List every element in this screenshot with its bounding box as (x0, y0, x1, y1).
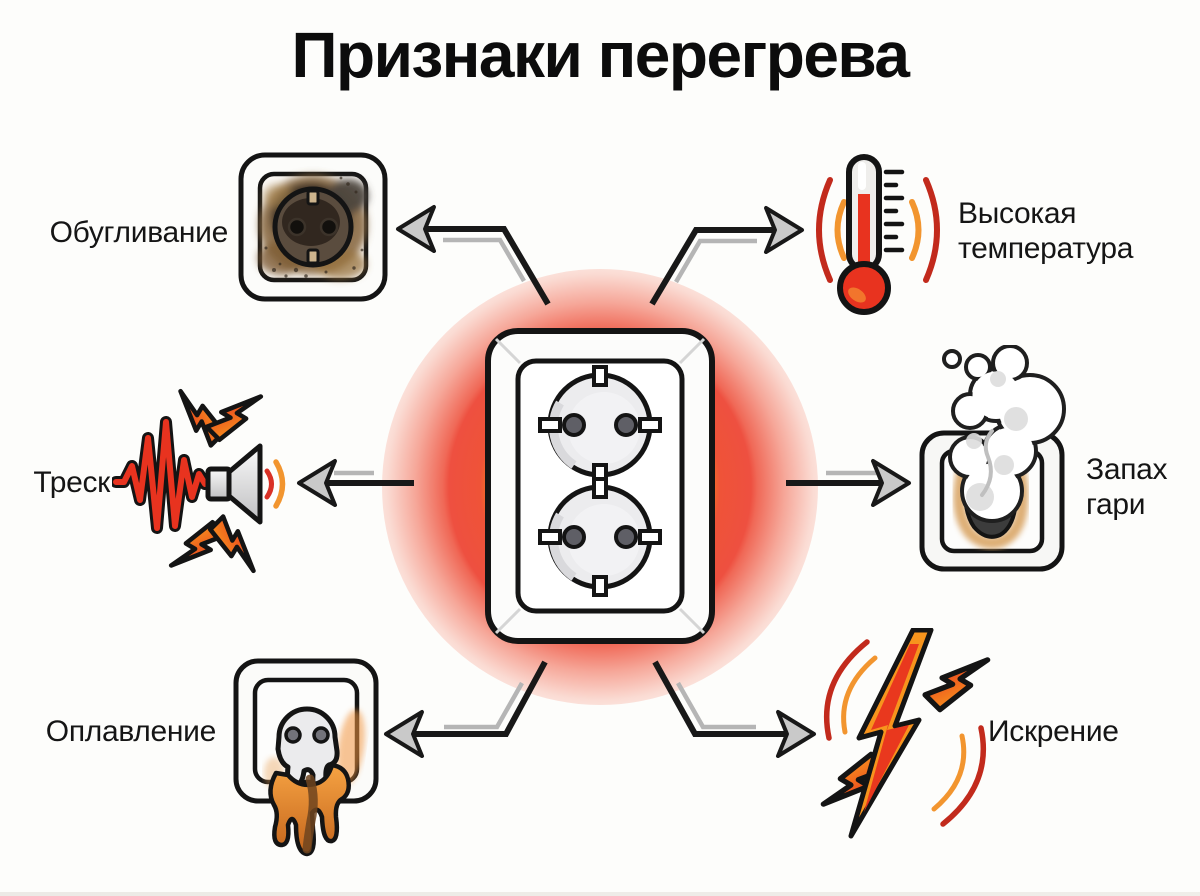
soot-speckles (264, 176, 364, 278)
smoke-cloud (942, 344, 1066, 523)
page-title: Признаки перегрева (291, 19, 910, 91)
label-sparking: Искрение (988, 715, 1119, 748)
speaker-crackle-icon (110, 376, 297, 593)
overheated-double-socket-icon (482, 325, 718, 652)
sparks-lightning-icon (815, 627, 995, 845)
socket-bevel (494, 337, 706, 635)
crackle-waveform (113, 419, 208, 531)
melted-socket-icon (230, 655, 382, 878)
label-high-temperature: Высокая температура (958, 197, 1134, 265)
smoking-socket-icon (912, 344, 1080, 582)
label-burning-smell: Запах гари (1086, 453, 1168, 521)
label-melting: Оплавление (45, 715, 217, 748)
label-crackling: Треск (33, 466, 110, 499)
heat-waves (816, 177, 940, 283)
upper-outlet (538, 365, 662, 485)
scale-ticks (883, 169, 905, 253)
bottom-edge-strip (0, 892, 1200, 896)
charred-socket-icon (236, 150, 390, 309)
lower-outlet (538, 477, 662, 597)
label-charring: Обугливание (49, 216, 229, 249)
thermometer-icon (800, 150, 965, 320)
spark-arcs (823, 639, 987, 827)
